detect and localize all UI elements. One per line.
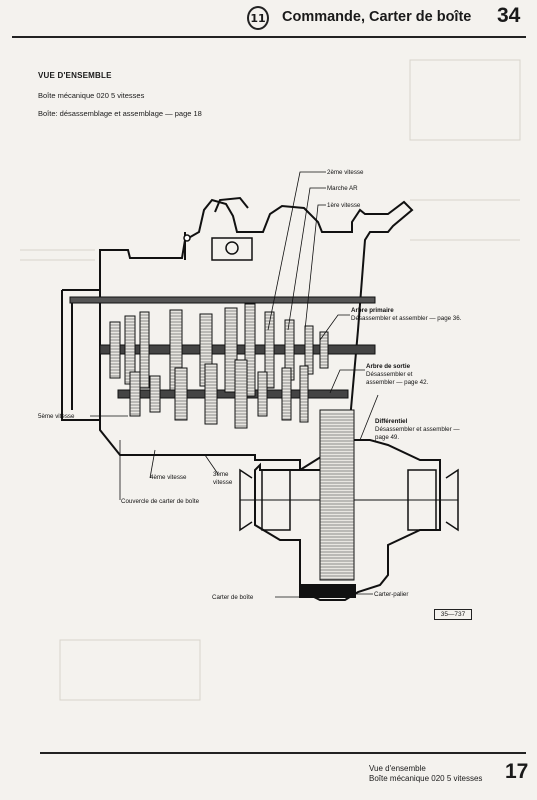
label-differential: Différentiel xyxy=(375,418,408,425)
label-gear1: 1ère vitesse xyxy=(327,202,361,209)
footer-rule xyxy=(40,752,526,754)
intro-line-gearbox: Boîte mécanique 020 5 vitesses xyxy=(38,91,145,100)
figure-reference: 35—737 xyxy=(434,609,472,620)
gear xyxy=(174,367,188,421)
gear xyxy=(129,371,141,417)
gear xyxy=(244,303,256,397)
gear xyxy=(257,371,268,417)
footer-subtitle: Boîte mécanique 020 5 vitesses xyxy=(369,774,483,783)
label-gearbox-housing: Carter de boîte xyxy=(212,594,254,601)
label-output-shaft: Arbre de sortie xyxy=(366,363,411,370)
label-gear2: 2ème vitesse xyxy=(327,169,364,176)
label-primary-shaft-note: Désassembler et assembler — page 36. xyxy=(351,315,462,322)
leader-lines xyxy=(90,171,379,598)
header-rule xyxy=(12,36,526,38)
gear xyxy=(109,321,121,379)
label-primary-shaft: Arbre primaire xyxy=(351,307,394,314)
section-badge: 11 xyxy=(247,6,269,30)
label-differential-note2: page 49. xyxy=(375,434,399,441)
label-bearing-housing: Carter-palier xyxy=(374,591,408,598)
footer-section: Vue d'ensemble xyxy=(369,764,426,773)
bleed-through xyxy=(20,59,521,701)
label-output-shaft-note2: assembler — page 42. xyxy=(366,379,429,386)
page-title: Commande, Carter de boîte xyxy=(282,9,472,25)
gearbox-diagram: 2ème vitesse Marche AR 1ère vitesse Arbr… xyxy=(20,59,521,701)
label-gear4: 4ème vitesse xyxy=(150,474,187,481)
label-differential-note1: Désassembler et assembler — xyxy=(375,426,460,433)
label-gear3-a: 3ème xyxy=(213,471,229,478)
gear-stack xyxy=(109,303,329,429)
label-output-shaft-note1: Désassembler et xyxy=(366,371,413,378)
label-reverse: Marche AR xyxy=(327,185,358,192)
label-gearbox-cover: Couvercle de carter de boîte xyxy=(121,498,200,505)
gear xyxy=(264,311,275,389)
gear xyxy=(281,367,292,421)
label-gear3-b: vitesse xyxy=(213,479,233,486)
gearbox-housing xyxy=(61,196,414,471)
page-number-top: 34 xyxy=(497,4,521,27)
label-gear5: 5ème vitesse xyxy=(38,413,75,420)
gear xyxy=(139,311,150,389)
crown-wheel xyxy=(319,409,355,581)
section-title: VUE D'ENSEMBLE xyxy=(38,71,112,80)
gear xyxy=(299,365,309,423)
primary-shaft xyxy=(69,296,376,304)
gear xyxy=(234,359,248,429)
page-number-bottom: 17 xyxy=(505,760,529,783)
intro-line-disassembly: Boîte: désassemblage et assemblage — pag… xyxy=(38,109,202,118)
